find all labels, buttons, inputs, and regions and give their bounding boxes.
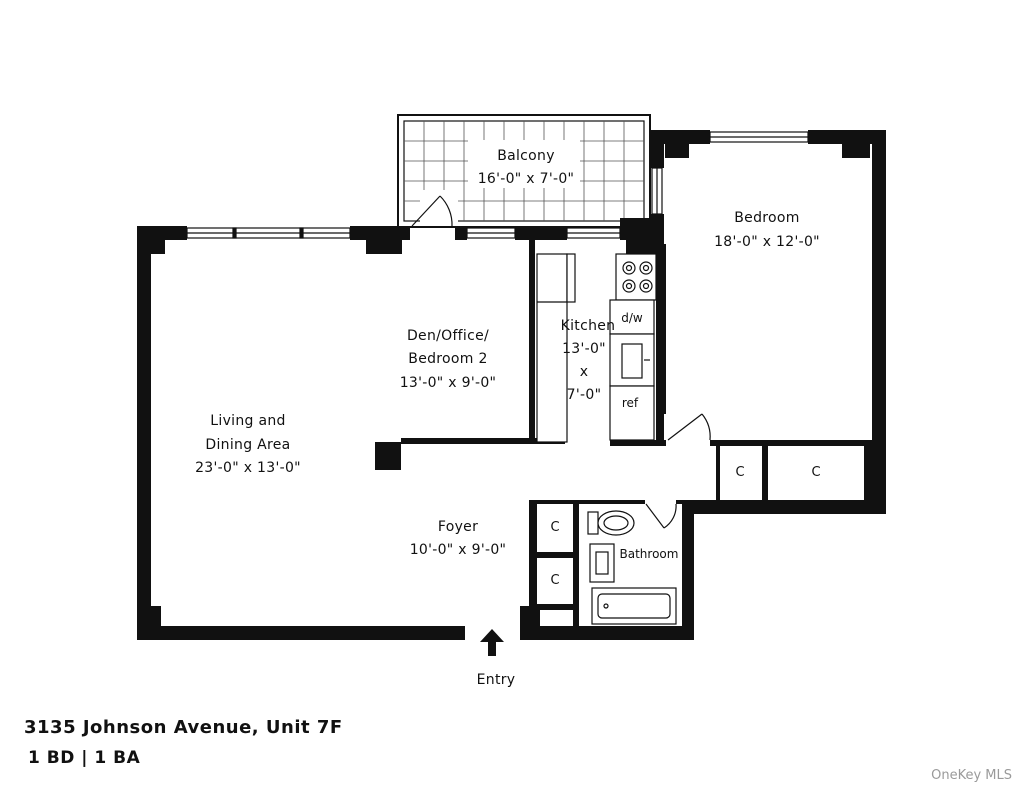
- entry-arrow-icon: [480, 629, 504, 656]
- kitchen-counter-left: [536, 253, 576, 443]
- kitchen-label: Kitchen 13'-0" x 7'-0": [561, 318, 616, 403]
- bedroom-label: Bedroom 18'-0" x 12'-0": [714, 210, 820, 250]
- svg-text:23'-0" x 13'-0": 23'-0" x 13'-0": [195, 460, 301, 476]
- living-label: Living and Dining Area 23'-0" x 13'-0": [195, 413, 301, 476]
- svg-text:Bedroom: Bedroom: [734, 210, 799, 226]
- toilet-icon: [587, 510, 635, 536]
- svg-text:Den/Office/: Den/Office/: [407, 328, 489, 344]
- svg-text:x: x: [580, 364, 589, 380]
- bathroom-label: Bathroom: [620, 547, 679, 561]
- svg-text:Balcony: Balcony: [497, 148, 555, 164]
- svg-text:Kitchen: Kitchen: [561, 318, 616, 334]
- svg-text:13'-0": 13'-0": [562, 341, 606, 357]
- interior-walls: [401, 240, 872, 640]
- den-label: Den/Office/ Bedroom 2 13'-0" x 9'-0": [400, 328, 497, 391]
- dishwasher: d/w: [609, 299, 655, 335]
- windows: [186, 131, 809, 239]
- svg-text:Living and: Living and: [210, 413, 285, 429]
- bathtub-icon: [591, 587, 677, 625]
- svg-text:13'-0" x 9'-0": 13'-0" x 9'-0": [400, 375, 497, 391]
- property-address: 3135 Johnson Avenue, Unit 7F: [24, 717, 343, 738]
- closet-label: C: [550, 573, 559, 588]
- svg-text:7'-0": 7'-0": [567, 387, 602, 403]
- kitchen-sink-icon: [609, 333, 655, 387]
- property-specs: 1 BD | 1 BA: [28, 748, 141, 768]
- dishwasher-label: d/w: [621, 311, 643, 325]
- svg-text:16'-0" x 7'-0": 16'-0" x 7'-0": [478, 171, 575, 187]
- svg-text:10'-0" x 9'-0": 10'-0" x 9'-0": [410, 542, 507, 558]
- balcony-label: Balcony 16'-0" x 7'-0": [478, 148, 575, 187]
- foyer-label: Foyer 10'-0" x 9'-0": [410, 519, 507, 558]
- doors: [411, 195, 711, 529]
- closet-label: C: [811, 465, 820, 480]
- svg-text:Bedroom 2: Bedroom 2: [408, 351, 487, 367]
- bathroom-sink-icon: [589, 543, 615, 583]
- closet-label: C: [550, 520, 559, 535]
- entry-label: Entry: [477, 672, 516, 688]
- refrigerator-label: ref: [622, 396, 639, 410]
- balcony: [397, 114, 651, 228]
- exterior-walls: [137, 130, 886, 640]
- svg-text:18'-0" x 12'-0": 18'-0" x 12'-0": [714, 234, 820, 250]
- svg-text:Dining Area: Dining Area: [205, 437, 290, 453]
- svg-text:Foyer: Foyer: [438, 519, 478, 535]
- mls-watermark: OneKey MLS: [931, 768, 1012, 783]
- refrigerator: ref: [609, 385, 655, 441]
- closet-label: C: [735, 465, 744, 480]
- stove-icon: [615, 253, 657, 301]
